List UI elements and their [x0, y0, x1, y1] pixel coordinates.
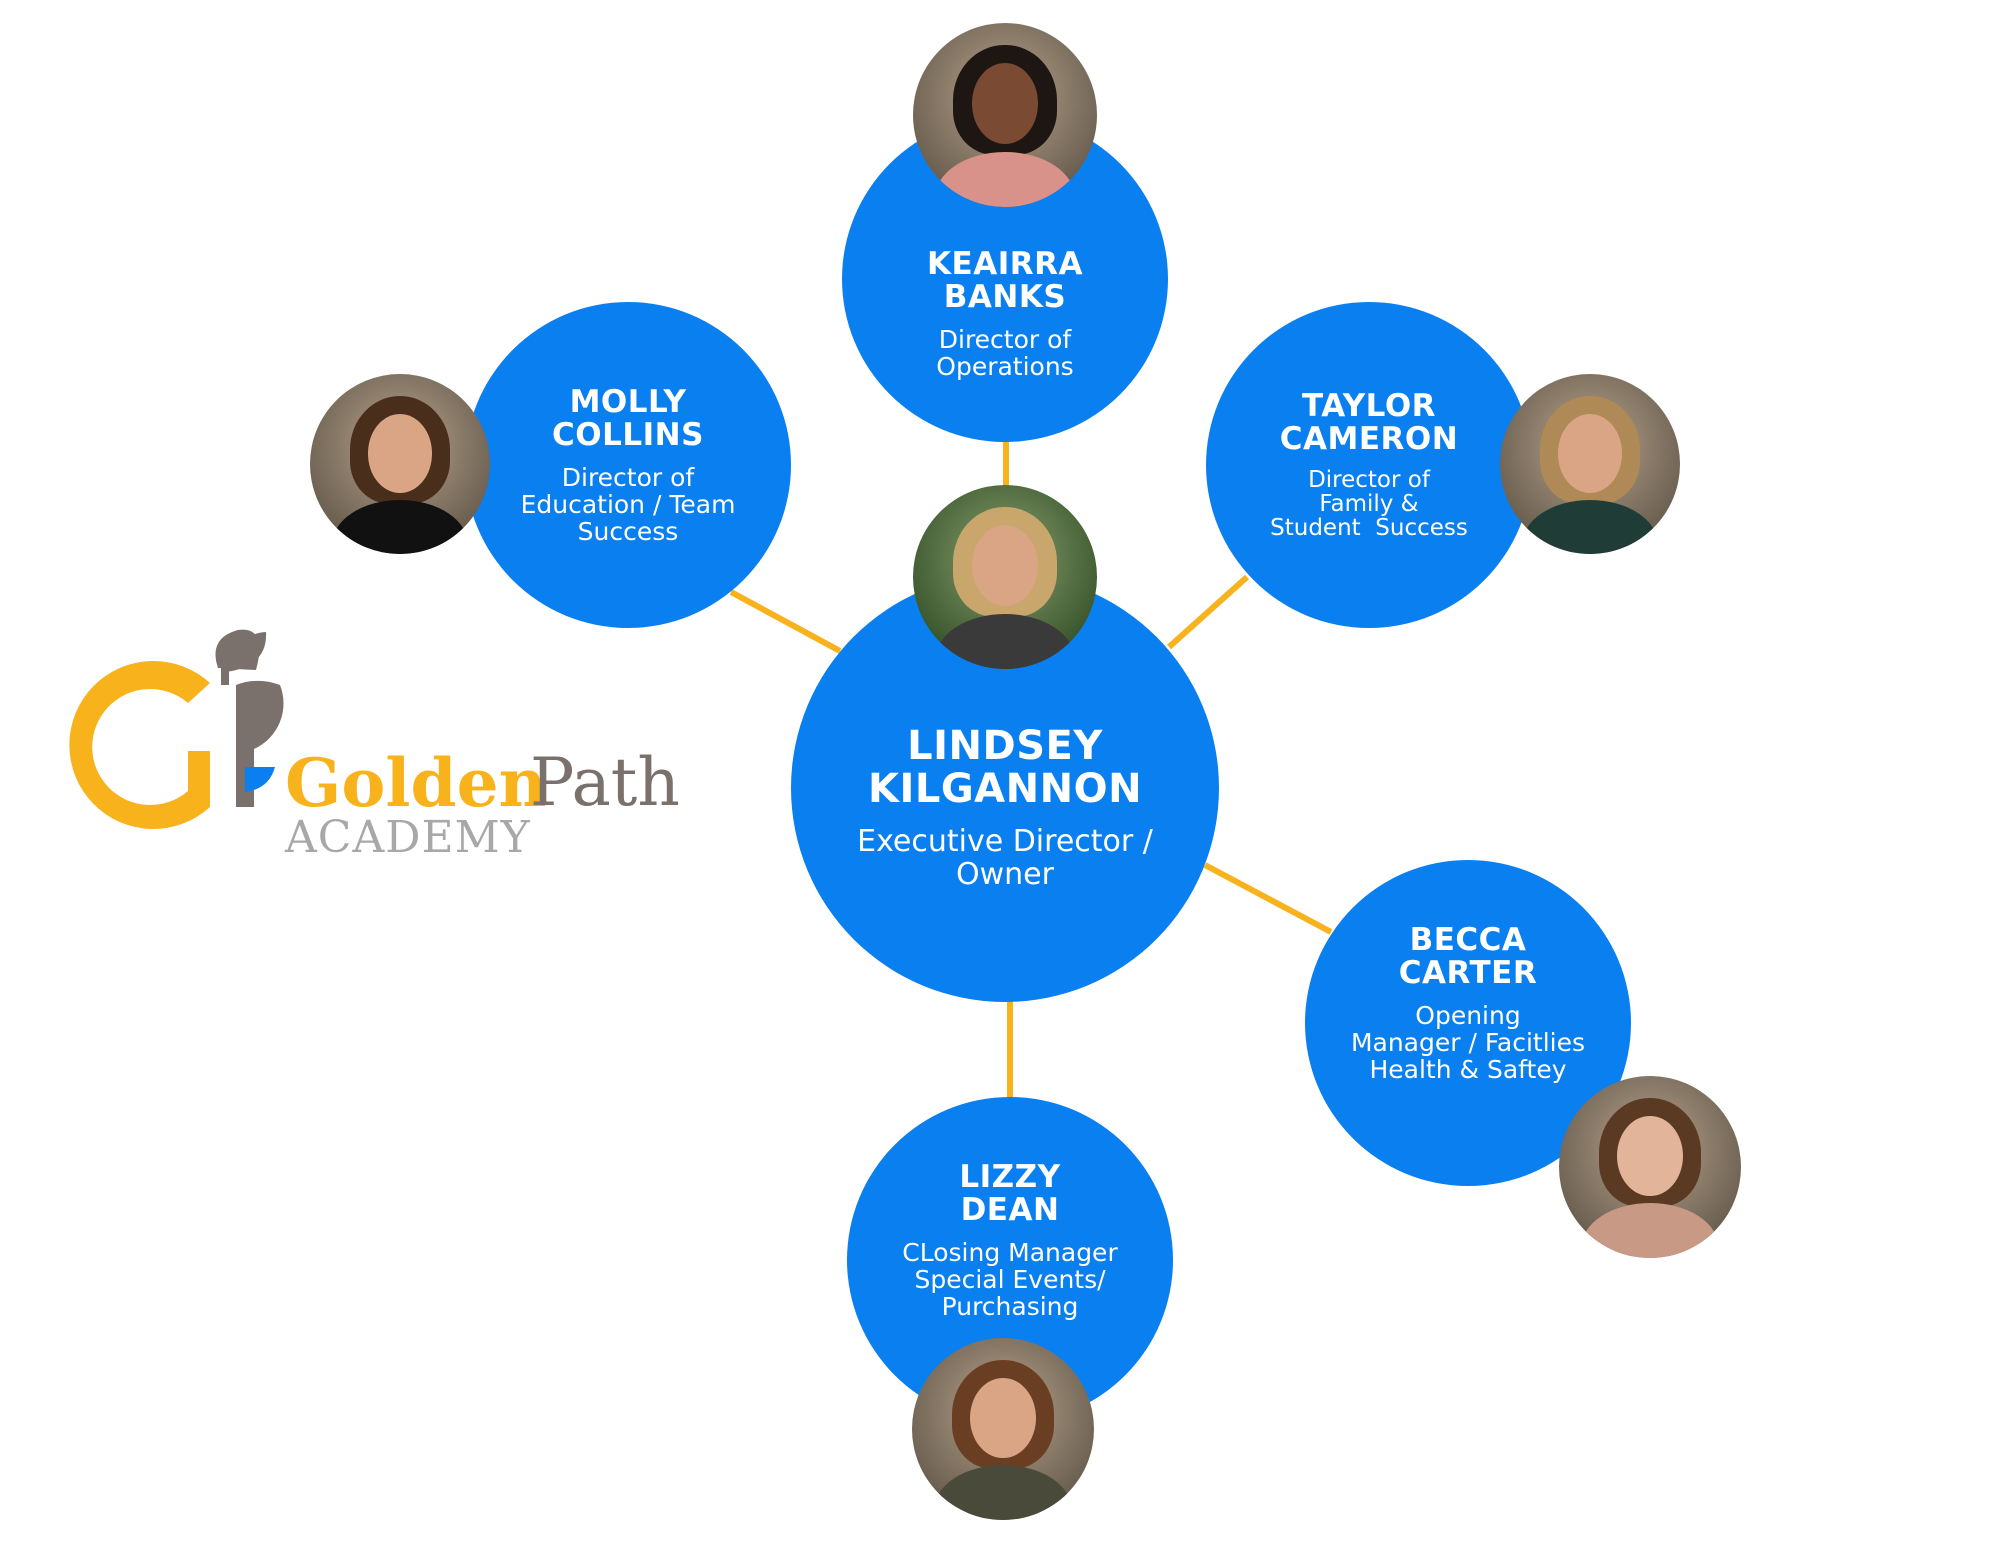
member-role: Purchasing	[941, 1291, 1079, 1321]
logo-subtitle-academy: ACADEMY	[285, 812, 531, 863]
member-role: Special Events/	[914, 1264, 1106, 1294]
member-role: Manager / Facitlies	[1350, 1027, 1586, 1057]
member-name: TAYLOR	[1301, 388, 1437, 424]
member-name: BANKS	[943, 279, 1067, 315]
member-name: LINDSEY	[907, 723, 1103, 769]
member-name: LIZZY	[959, 1158, 1061, 1195]
member-role: Family &	[1319, 491, 1419, 517]
member-role: Success	[577, 516, 679, 546]
member-name: DEAN	[960, 1191, 1060, 1228]
member-role: Director of	[561, 462, 695, 492]
member-role: Student Success	[1270, 515, 1468, 541]
connector-molly	[729, 589, 842, 654]
member-role: CLosing Manager	[902, 1237, 1118, 1267]
member-role: Owner	[956, 857, 1054, 892]
member-name: CAMERON	[1279, 421, 1459, 457]
member-name: KILGANNON	[867, 766, 1143, 812]
member-role: Director of	[1308, 467, 1430, 493]
photo-taylor-cameron	[1500, 374, 1680, 554]
member-role: Director of	[938, 325, 1072, 354]
logo-word-golden: Golden	[285, 744, 547, 822]
member-name: CARTER	[1398, 954, 1538, 991]
node-molly-collins: MOLLY COLLINS Director of Education / Te…	[465, 302, 791, 628]
member-role: Health & Saftey	[1369, 1054, 1567, 1084]
member-name: COLLINS	[552, 416, 704, 453]
member-name: MOLLY	[569, 383, 687, 420]
member-name: KEAIRRA	[927, 246, 1083, 282]
photo-lindsey-kilgannon	[913, 485, 1097, 669]
photo-keairra-banks	[913, 23, 1097, 207]
logo-word-path: Path	[530, 744, 680, 821]
photo-becca-carter	[1559, 1076, 1741, 1258]
member-role: Operations	[936, 352, 1074, 381]
connector-taylor	[1166, 574, 1250, 650]
member-role: Education / Team	[520, 489, 736, 519]
node-taylor-cameron: TAYLOR CAMERON Director of Family & Stud…	[1206, 302, 1532, 628]
member-name: BECCA	[1409, 921, 1527, 958]
photo-molly-collins	[310, 374, 490, 554]
member-role: Opening	[1415, 1000, 1521, 1030]
photo-lizzy-dean	[912, 1338, 1094, 1520]
connector-becca	[1203, 862, 1333, 935]
member-role: Executive Director /	[857, 824, 1153, 859]
